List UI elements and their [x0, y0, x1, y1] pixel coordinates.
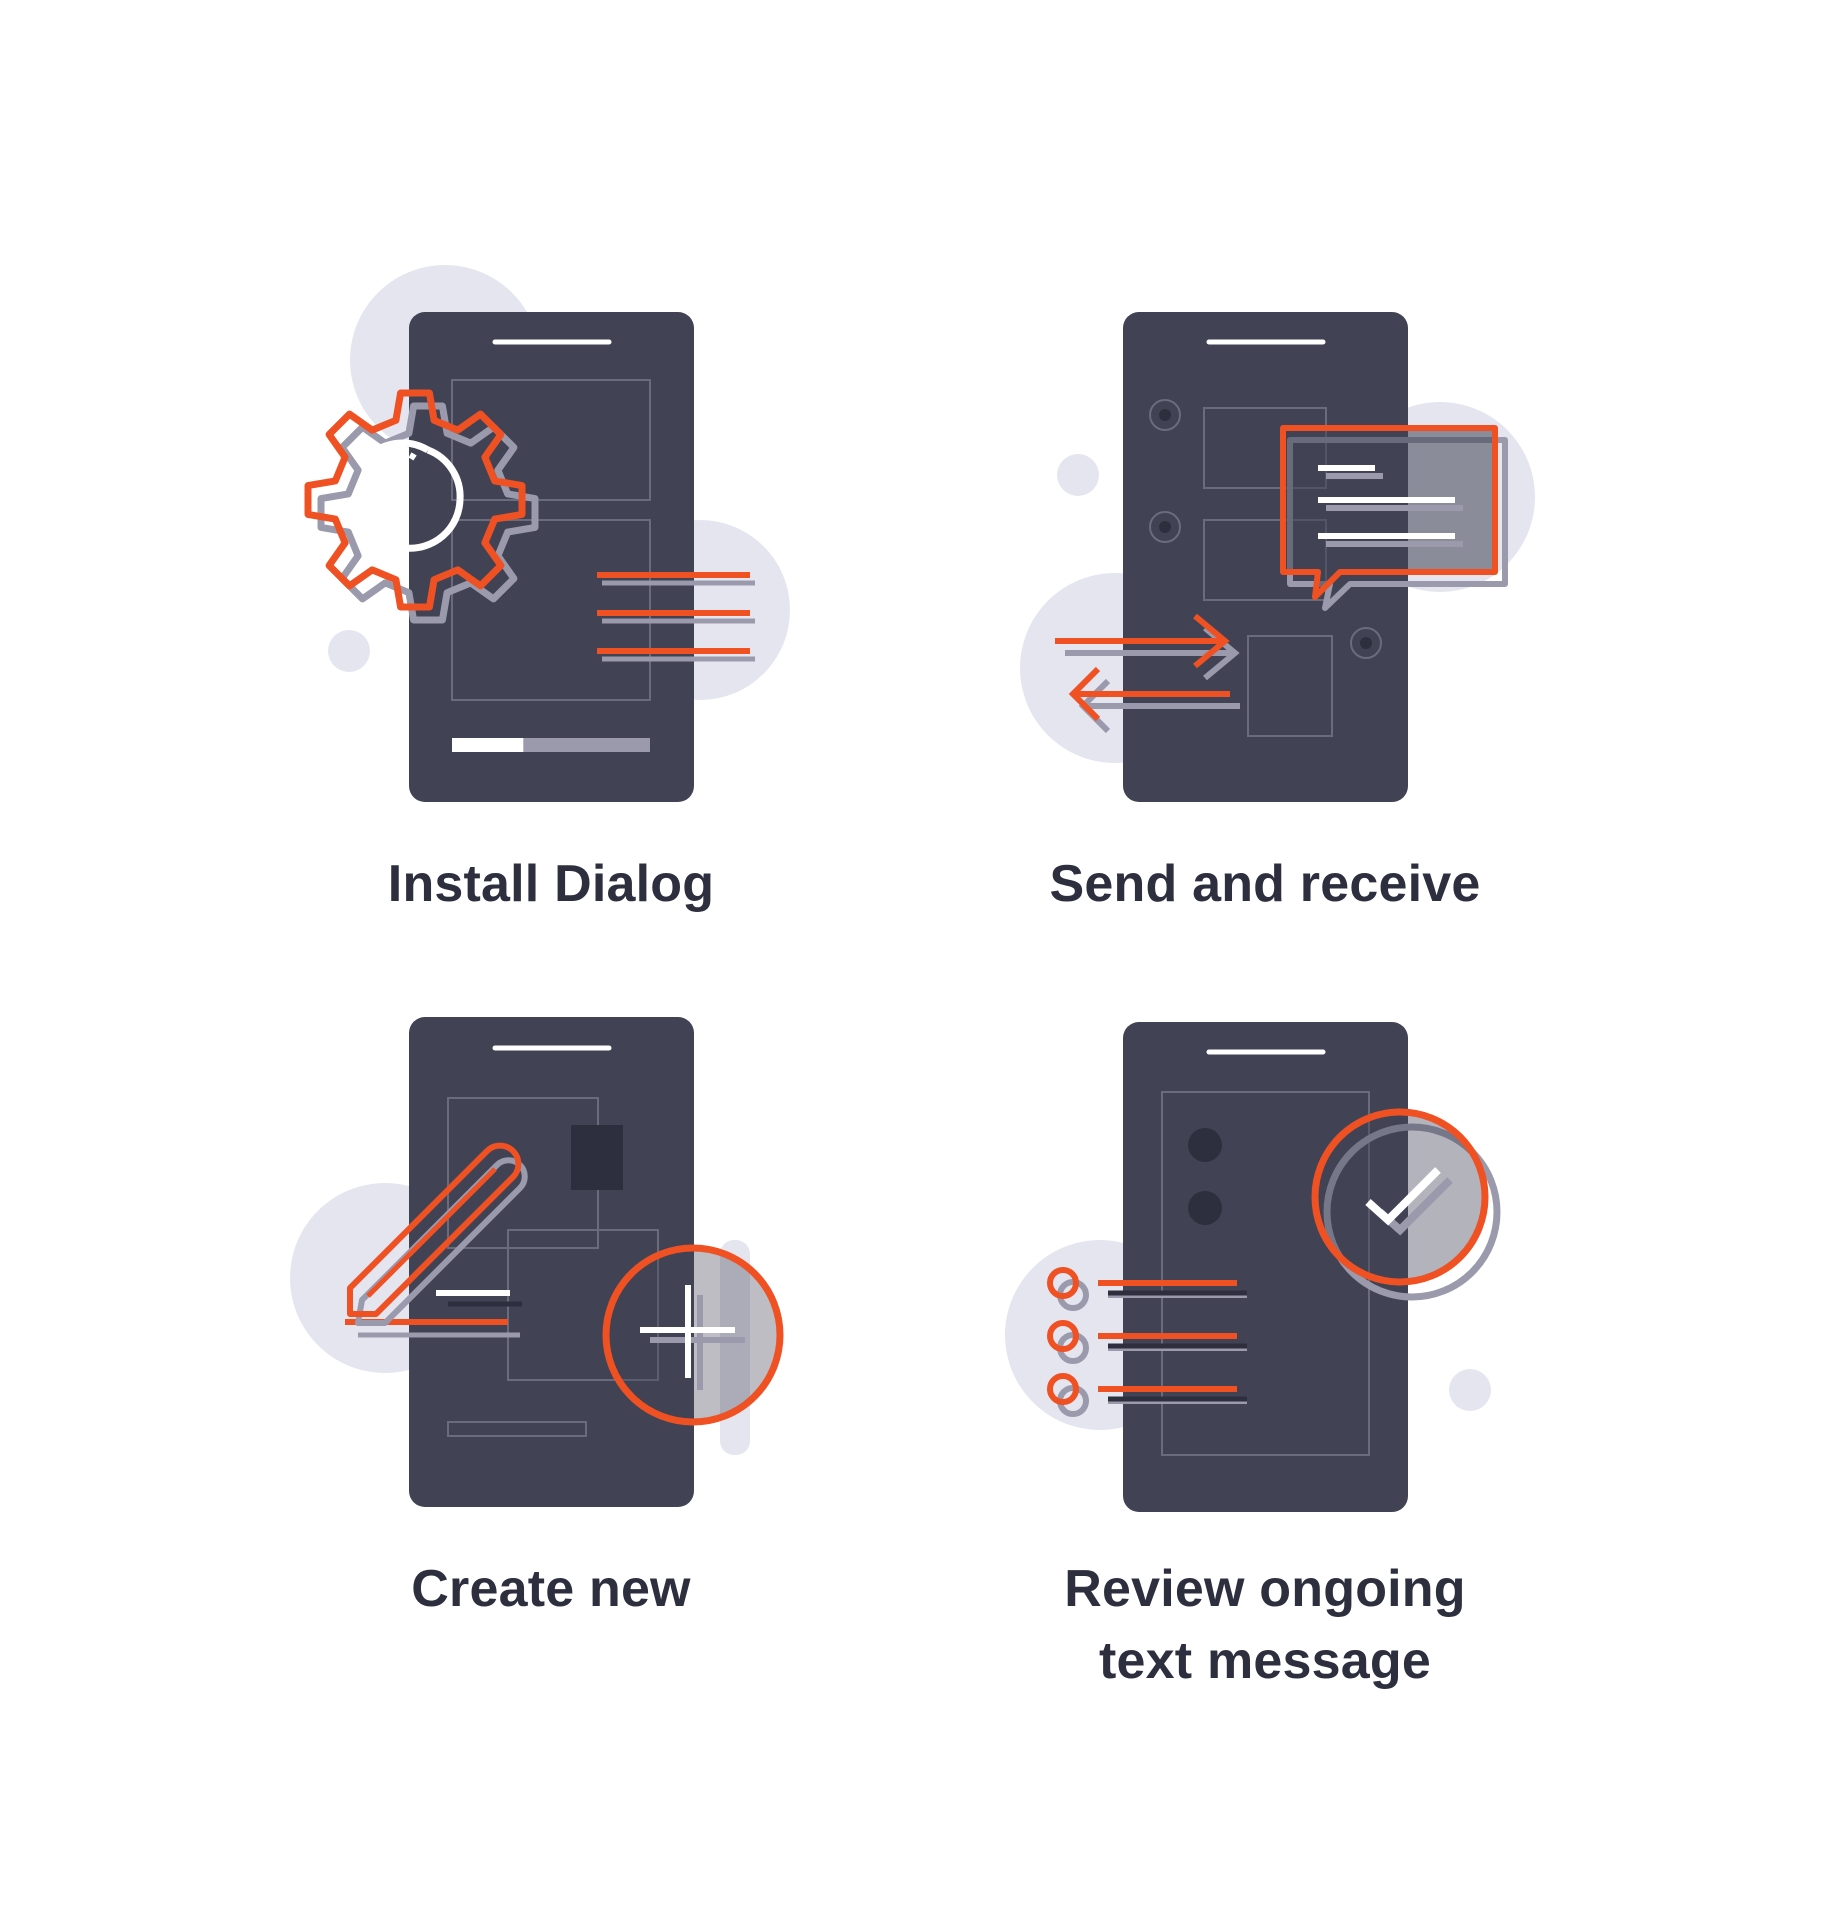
- caption-line: Install Dialog: [387, 855, 715, 913]
- background-dot: [1449, 1369, 1491, 1411]
- chat-bubble-icon: [1280, 425, 1508, 611]
- gear-icon: [304, 389, 539, 624]
- contact-avatars: [1149, 399, 1382, 659]
- send-and-receive-illustration: [1020, 312, 1535, 802]
- caption-install-dialog: Install Dialog: [251, 848, 851, 920]
- background-dot: [328, 630, 370, 672]
- pencil-icon: [347, 1142, 528, 1326]
- caption-line: Send and receive: [1049, 855, 1481, 913]
- background-blob: [720, 1240, 750, 1455]
- caption-send-and-receive: Send and receive: [965, 848, 1565, 920]
- review-message-illustration: [1005, 1022, 1501, 1512]
- screen-block: [571, 1125, 623, 1190]
- caption-review-ongoing: Review ongoing text message: [965, 1553, 1565, 1697]
- screen-dot: [1188, 1191, 1222, 1225]
- install-dialog-illustration: [304, 265, 790, 802]
- checkmark-circle-icon: [1311, 1108, 1501, 1301]
- create-new-illustration: [290, 1017, 784, 1507]
- message-box: [1247, 635, 1333, 737]
- caption-line: text message: [1099, 1632, 1431, 1690]
- caption-create-new: Create new: [251, 1553, 851, 1625]
- motion-lines: [597, 572, 755, 662]
- text-lines: [345, 1290, 522, 1338]
- plus-circle-icon: [602, 1244, 784, 1426]
- caption-line: Create new: [411, 1560, 691, 1618]
- screen-panel: [451, 379, 651, 501]
- screen-dot: [1188, 1128, 1222, 1162]
- screen-field: [447, 1421, 587, 1437]
- caption-line: Review ongoing: [1064, 1560, 1466, 1618]
- install-progress-bar: [452, 738, 650, 752]
- background-dot: [1057, 454, 1099, 496]
- arrows-exchange-icon: [1055, 613, 1240, 734]
- checklist-icon: [1047, 1267, 1247, 1417]
